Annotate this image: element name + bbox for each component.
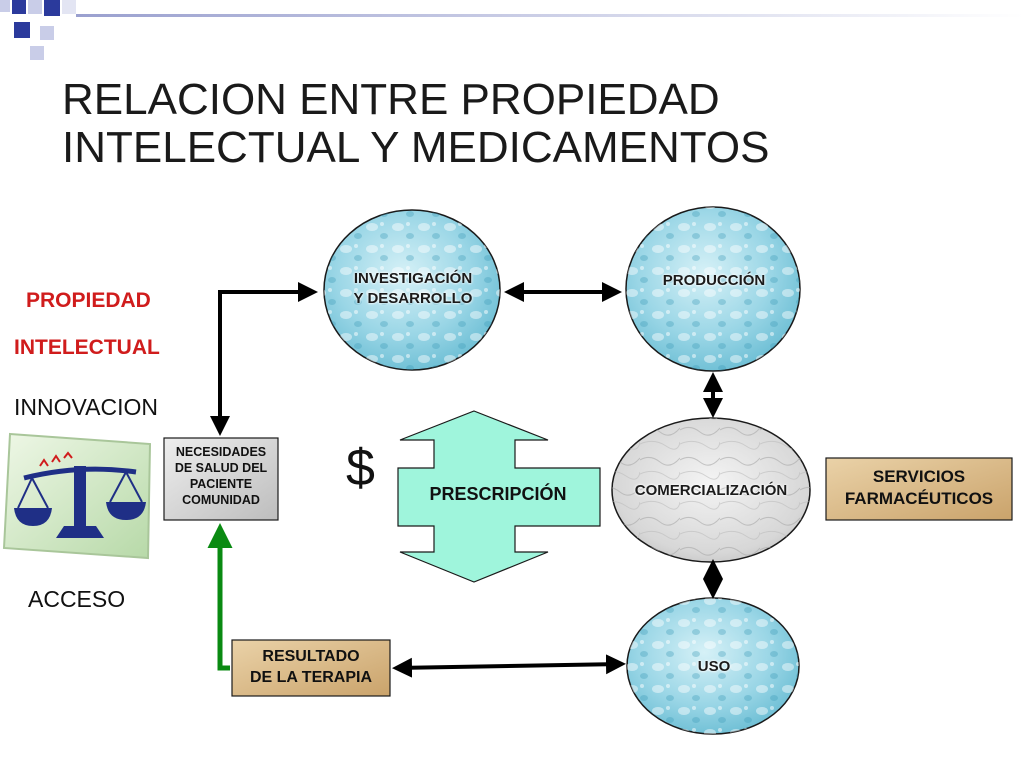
corner-decoration [0,0,1024,60]
acceso-label: ACCESO [28,586,126,612]
comercializacion-label: COMERCIALIZACIÓN [634,482,788,499]
uso-label: USO [697,658,731,675]
uso-bubble [626,597,800,735]
dollar-sign: $ [346,439,375,497]
propiedad-label: PROPIEDAD [26,289,151,312]
produccion-label: PRODUCCIÓN [662,272,766,289]
resultado-label: RESULTADO DE LA TERAPIA [249,648,373,686]
innovacion-label: INNOVACION [14,394,158,420]
title-line-1: RELACION ENTRE PROPIEDAD [62,75,720,124]
arrow-to-investigacion [210,282,318,436]
investigacion-label: INVESTIGACIÓN Y DESARROLLO [353,270,473,307]
title-line-2: INTELECTUAL Y MEDICAMENTOS [62,123,770,172]
necesidades-box [163,437,279,521]
arrow-resultado-uso [392,654,626,678]
investigacion-bubble [323,209,501,371]
green-arrow-to-necesidades [207,523,233,671]
prescripcion-label: PRESCRIPCIÓN [429,484,567,504]
servicios-box [825,457,1013,521]
resultado-box [231,639,391,697]
slide-title: RELACION ENTRE PROPIEDAD INTELECTUAL Y M… [62,76,882,172]
produccion-bubble [625,206,801,372]
scales-of-justice-icon [2,432,152,560]
intelectual-label: INTELECTUAL [14,336,160,359]
servicios-label: SERVICIOS FARMACÉUTICOS [844,467,994,508]
prescripcion-arrow [397,410,601,583]
necesidades-label: NECESIDADES DE SALUD DEL PACIENTE COMUNI… [174,445,268,507]
comercializacion-bubble [611,417,811,563]
